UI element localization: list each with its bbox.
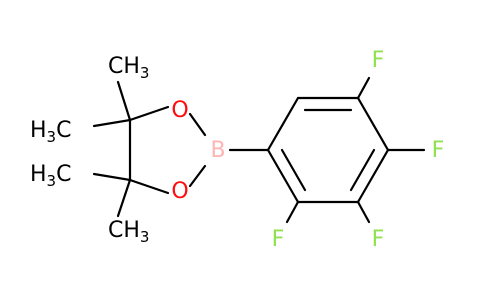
bonds (92, 76, 426, 224)
bond-ar3-f1 (356, 76, 371, 100)
oxygen-label-bottom: O (171, 179, 188, 204)
methyl-label-lower-left: H3C (30, 162, 71, 190)
bond-ar1-ar2 (266, 96, 300, 152)
atom-labels: O O B F F F F (171, 48, 444, 252)
methyl-labels: CH3 H3C H3C CH3 (30, 54, 149, 246)
bond-c2-me4 (116, 178, 132, 218)
bond-ar6-ar1-inner (280, 148, 307, 192)
fluorine-label-bottom-right: F (372, 227, 385, 252)
bond-o1-b (188, 112, 207, 137)
bond-ar4-ar5-inner (349, 148, 376, 192)
bond-c1-o1 (128, 105, 170, 122)
bond-o2-c2 (128, 178, 170, 195)
methyl-label-top: CH3 (108, 54, 149, 82)
bond-ar6-ar1 (266, 148, 300, 204)
boron-label: B (210, 138, 225, 163)
bond-b-o2 (188, 164, 207, 188)
fluorine-label-bottom-left: F (272, 227, 285, 252)
methyl-label-bottom: CH3 (108, 218, 149, 246)
oxygen-label-top: O (171, 98, 188, 123)
bond-ar6-f4 (285, 200, 300, 224)
bond-ar5-f3 (356, 200, 371, 224)
fluorine-label-right: F (432, 138, 445, 163)
fluorine-label-top: F (372, 48, 385, 73)
bond-c2-me3 (92, 172, 132, 182)
bond-ar3-ar4 (356, 96, 390, 152)
bond-c1-me2 (92, 118, 132, 128)
bond-ar4-ar5 (356, 148, 390, 204)
methyl-label-upper-left: H3C (30, 118, 71, 146)
bond-c1-me1 (116, 80, 132, 122)
